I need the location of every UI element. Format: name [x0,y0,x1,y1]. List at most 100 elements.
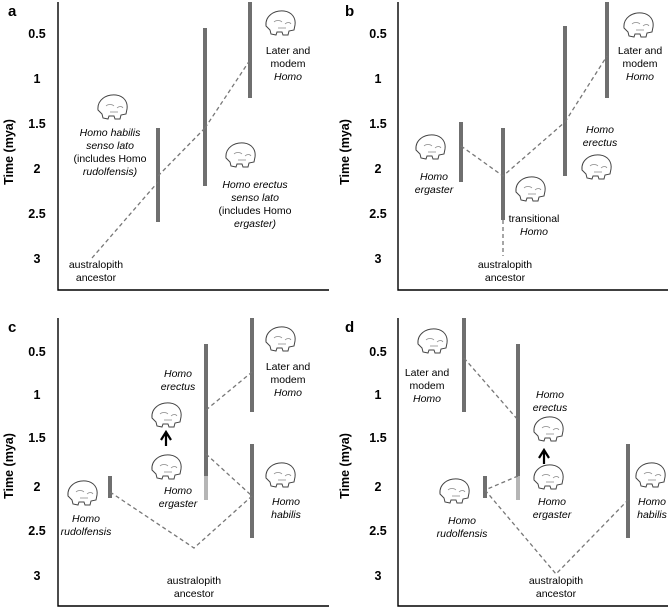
text-line: australopith [167,575,221,587]
text-line: Homo [274,387,302,399]
label-c-ancestor: australopith ancestor [167,575,221,600]
tick-d-5: 3 [375,569,382,583]
skull-icon [265,10,296,36]
panel-d: d Time (mya) 0.5 1 1.5 2 2.5 3 Later and… [338,318,668,607]
tick-b-2: 1.5 [369,117,386,131]
text-line: habilis [637,509,668,521]
skull-icon [151,454,182,480]
panel-a: a Time (mya) 0.5 1 1.5 2 2.5 3 Homo habi… [2,2,329,291]
label-c-ergaster: Homo ergaster [159,485,198,510]
skull-icon [439,478,470,504]
skull-icon [265,462,296,488]
panel-b: b Time (mya) 0.5 1 1.5 2 2.5 3 Homo erga… [338,2,668,291]
skull-icon [533,464,564,490]
tick-a-3: 2 [34,162,41,176]
text-line: Homo [586,124,614,136]
arrow-up-icon [160,429,172,446]
y-ticks-c: 0.5 1 1.5 2 2.5 3 [28,345,45,583]
text-line: rudolfensis [61,526,113,538]
tick-c-2: 1.5 [28,431,45,445]
text-line: modem [270,58,305,70]
bar-b-ergaster [459,122,463,182]
bar-a-erectus [203,28,207,186]
text-line: ergaster [159,498,198,510]
tick-d-0: 0.5 [369,345,386,359]
dashed-lineage-d [463,357,629,575]
text-line: erectus [533,402,568,414]
panel-c: c Time (mya) 0.5 1 1.5 2 2.5 3 Homo rudo… [2,318,329,607]
text-line: Later and [618,45,663,57]
label-d-erectus: Homo erectus [533,389,568,414]
tick-c-4: 2.5 [28,524,45,538]
axis-c [57,318,329,607]
text-line: ancestor [174,588,215,600]
label-d-habilis: Homo habilis [637,496,668,521]
text-line: erectus [583,137,618,149]
text-line: Homo [520,226,548,238]
text-line: rudolfensis) [83,166,137,178]
label-a-later: Later and modem Homo [266,45,311,83]
text-line: senso lato [86,140,134,152]
bar-a-later [248,2,252,98]
skull-icon [533,416,564,442]
label-d-rudolfensis: Homo rudolfensis [437,515,489,540]
bar-b-transitional [501,128,505,220]
panel-letter-c: c [8,319,16,336]
text-line: australopith [478,259,532,271]
tick-a-1: 1 [34,72,41,86]
text-line: Homo habilis [80,127,141,139]
text-line: Later and [405,367,450,379]
text-line: erectus [161,381,196,393]
panel-letter-a: a [8,3,17,20]
skull-icon [623,12,654,38]
y-ticks-a: 0.5 1 1.5 2 2.5 3 [28,27,45,266]
tick-a-4: 2.5 [28,207,45,221]
label-c-rudolfensis: Homo rudolfensis [61,513,113,538]
label-a-habilis: Homo habilis senso lato (includes Homo r… [74,127,147,178]
axis-b [397,2,668,291]
y-axis-label-c: Time (mya) [2,433,16,499]
arrow-up-icon [538,447,550,464]
tick-c-3: 2 [34,480,41,494]
y-ticks-d: 0.5 1 1.5 2 2.5 3 [369,345,386,583]
text-line: modem [270,374,305,386]
panel-letter-d: d [345,319,354,336]
skull-icon [97,94,128,120]
bar-d-habilis [626,444,630,538]
dashed-lineage-a [91,59,251,259]
bar-a-habilis [156,128,160,222]
tick-d-2: 1.5 [369,431,386,445]
tick-b-1: 1 [375,72,382,86]
axis-a [57,2,329,291]
label-c-later: Later and modem Homo [266,361,311,399]
text-line: Homo [72,513,100,525]
label-b-later: Later and modem Homo [618,45,663,83]
bar-c-habilis [250,444,254,538]
text-line: modem [622,58,657,70]
text-line: Homo [638,496,666,508]
text-line: Homo [272,496,300,508]
skull-icon [265,326,296,352]
text-line: ergaster) [234,218,276,230]
bar-c-later [250,318,254,412]
skull-icon [515,176,546,202]
bar-b-later [605,2,609,98]
y-ticks-b: 0.5 1 1.5 2 2.5 3 [369,27,386,266]
tick-d-1: 1 [375,388,382,402]
skull-icon [581,154,612,180]
bar-b-erectus [563,26,567,176]
panel-letter-b: b [345,3,354,20]
bar-d-later [462,318,466,412]
tick-a-5: 3 [34,252,41,266]
text-line: Homo [413,393,441,405]
text-line: Homo [164,368,192,380]
text-line: Homo [536,389,564,401]
text-line: ancestor [485,272,526,284]
label-d-ancestor: australopith ancestor [529,575,583,600]
text-line: ergaster [415,184,454,196]
label-a-ancestor: australopith ancestor [69,259,123,284]
bar-d-rudolfensis [483,476,487,498]
text-line: australopith [69,259,123,271]
bar-d-ergaster [516,476,520,500]
